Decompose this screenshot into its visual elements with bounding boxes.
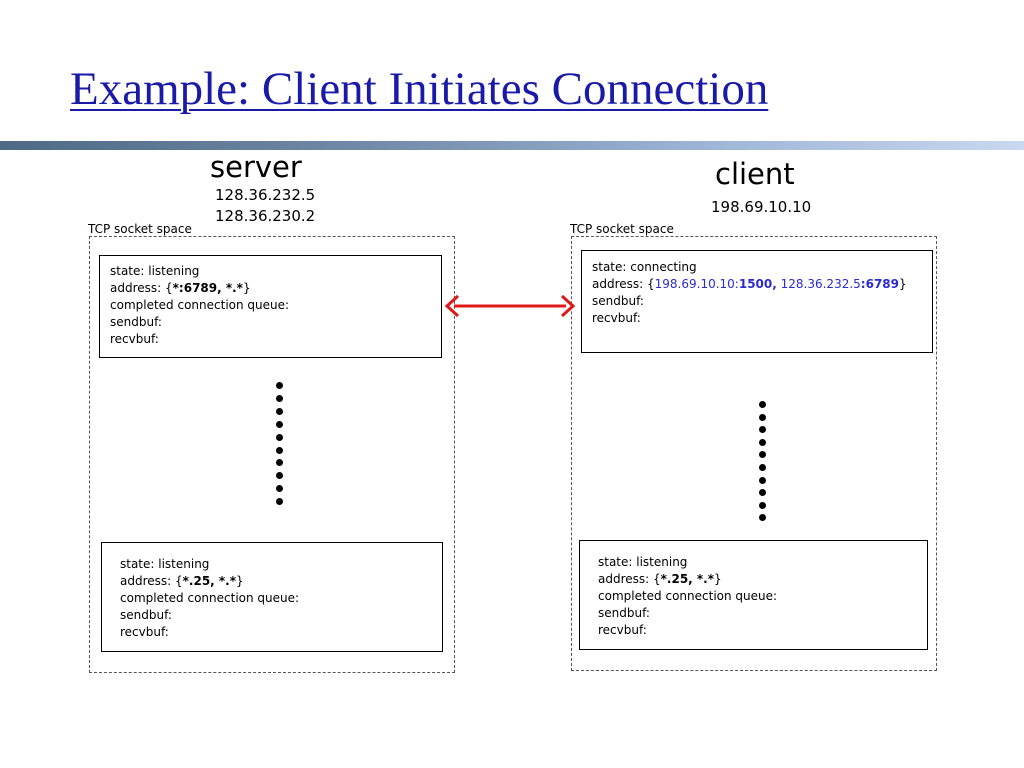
ellipsis-dot [276,446,283,454]
socket-sendbuf: sendbuf: [592,294,644,308]
ellipsis-dot [759,514,766,522]
client-ellipsis-dots [0,0,766,522]
ellipsis-dot [276,433,283,441]
client-socket-connecting: state: connecting address: {198.69.10.10… [581,250,933,353]
socket-sendbuf: sendbuf: [120,608,172,622]
ellipsis-dot [759,464,766,471]
client-ip: 198.69.10.10 [711,198,812,216]
ellipsis-dot [276,420,283,428]
server-label: server [210,150,302,184]
ellipsis-dot [276,498,283,506]
ellipsis-dot [276,485,283,493]
ellipsis-dot [759,501,766,509]
client-space-label: TCP socket space [569,222,675,236]
server-ip-1: 128.36.232.5 [215,186,316,204]
socket-address: address: {*.25, *.*} [120,574,244,588]
ellipsis-dot [276,394,283,402]
socket-queue: completed connection queue: [120,591,300,605]
connection-arrow [444,294,576,318]
ellipsis-dot [276,382,283,389]
socket-state: state: connecting [592,260,697,274]
socket-queue: completed connection queue: [598,589,778,603]
socket-sendbuf: sendbuf: [598,606,650,620]
socket-recvbuf: recvbuf: [120,625,169,639]
client-socket-listening-25: state: listening address: {*.25, *.*} co… [579,540,928,650]
client-socket-space [571,236,937,671]
socket-recvbuf: recvbuf: [110,332,159,346]
title-divider-bar [0,141,1024,150]
server-space-label: TCP socket space [87,222,193,236]
ellipsis-dot [759,401,766,408]
client-label: client [715,157,795,191]
ellipsis-dot [276,472,283,480]
socket-state: state: listening [120,557,210,571]
server-ellipsis-dots [0,0,283,506]
server-socket-listening-25: state: listening address: {*.25, *.*} co… [101,542,443,652]
ellipsis-dot [759,451,766,459]
server-socket-space [89,236,455,673]
ellipsis-dot [759,413,766,421]
socket-recvbuf: recvbuf: [598,623,647,637]
socket-state: state: listening [598,555,688,569]
socket-address: address: {*:6789, *.*} [110,281,251,295]
ellipsis-dot [759,438,766,446]
socket-state: state: listening [110,264,200,278]
socket-address: address: {*.25, *.*} [598,572,722,586]
socket-queue: completed connection queue: [110,298,290,312]
slide-title: Example: Client Initiates Connection [70,63,769,115]
socket-sendbuf: sendbuf: [110,315,162,329]
socket-address: address: {198.69.10.10:1500, 128.36.232.… [592,277,907,291]
server-ip-2: 128.36.230.2 [215,207,316,225]
ellipsis-dot [276,459,283,467]
ellipsis-dot [759,489,766,497]
ellipsis-dot [276,407,283,415]
socket-recvbuf: recvbuf: [592,311,641,325]
ellipsis-dot [759,426,766,434]
server-socket-listening-6789: state: listening address: {*:6789, *.*} … [99,255,442,358]
ellipsis-dot [759,476,766,484]
